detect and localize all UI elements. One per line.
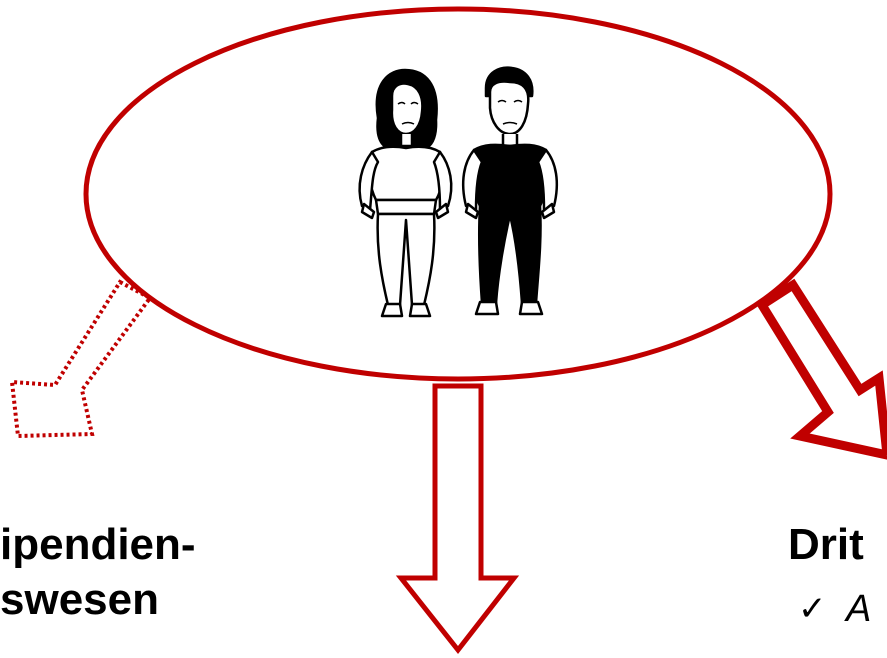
left-label-line2: swesen	[0, 578, 159, 622]
right-label-line1: Drit	[788, 523, 864, 567]
right-cut-text: A	[846, 590, 871, 628]
dotted-arrow-left	[12, 282, 150, 436]
checkmark-icon: ✓	[798, 592, 827, 626]
sad-woman-figure	[360, 70, 452, 316]
sad-man-figure	[463, 68, 557, 314]
central-ellipse	[86, 9, 830, 379]
hollow-arrow-down	[401, 386, 514, 650]
hollow-arrow-right	[762, 285, 887, 455]
left-label-line1: ipendien-	[0, 523, 196, 567]
